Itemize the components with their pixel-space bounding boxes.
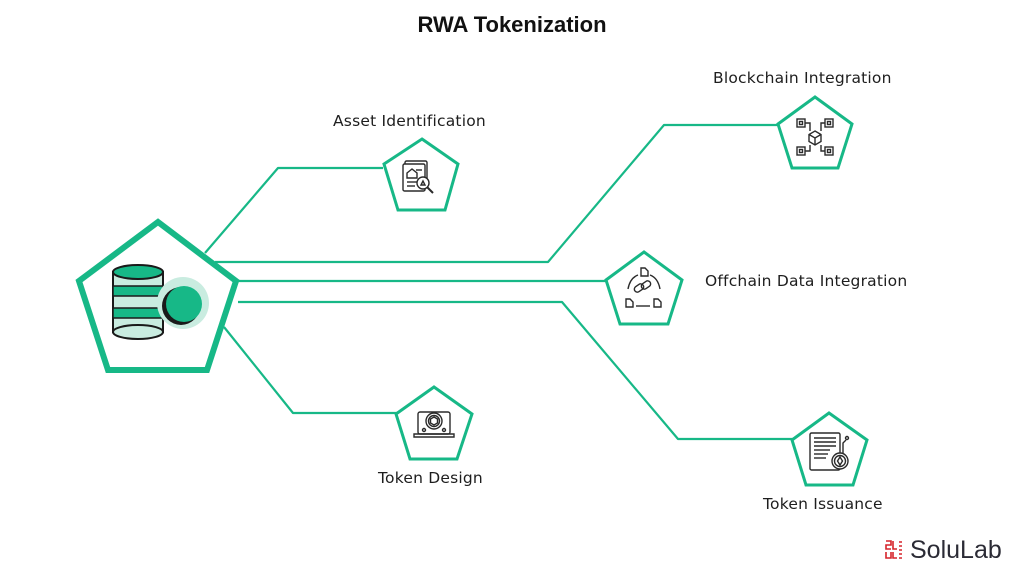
node-asset-identification[interactable] — [382, 137, 460, 212]
contract-coin-icon — [809, 432, 850, 471]
connector-token-design — [238, 300, 794, 441]
step-label-token-issuance: Token Issuance — [763, 495, 883, 513]
connector-blockchain-integration — [215, 123, 778, 264]
step-label-token-design: Token Design — [378, 469, 483, 487]
node-offchain-data-integration[interactable] — [604, 250, 684, 326]
linked-data-sync-icon — [625, 267, 662, 308]
step-label-asset-identification: Asset Identification — [333, 112, 486, 130]
brand-name: SoluLab — [910, 536, 1002, 564]
connector-asset-identification — [204, 166, 383, 254]
step-label-offchain-data-integration: Offchain Data Integration — [705, 272, 908, 290]
node-blockchain-integration[interactable] — [776, 95, 854, 170]
connector-token-issuance — [223, 326, 398, 415]
page-title: RWA Tokenization — [417, 12, 607, 37]
node-pentagon — [776, 95, 854, 170]
solulab-logo-icon — [885, 540, 902, 559]
blockchain-cube-icon — [796, 118, 834, 156]
node-token-design[interactable] — [394, 385, 474, 461]
database-token-icon — [112, 264, 209, 340]
hub-node — [75, 218, 240, 373]
node-pentagon — [790, 411, 869, 487]
node-token-issuance[interactable] — [790, 411, 869, 487]
step-label-blockchain-integration: Blockchain Integration — [713, 69, 892, 87]
laptop-token-icon — [413, 411, 455, 438]
brand: SoluLab — [884, 536, 1002, 565]
document-search-icon — [402, 160, 434, 194]
